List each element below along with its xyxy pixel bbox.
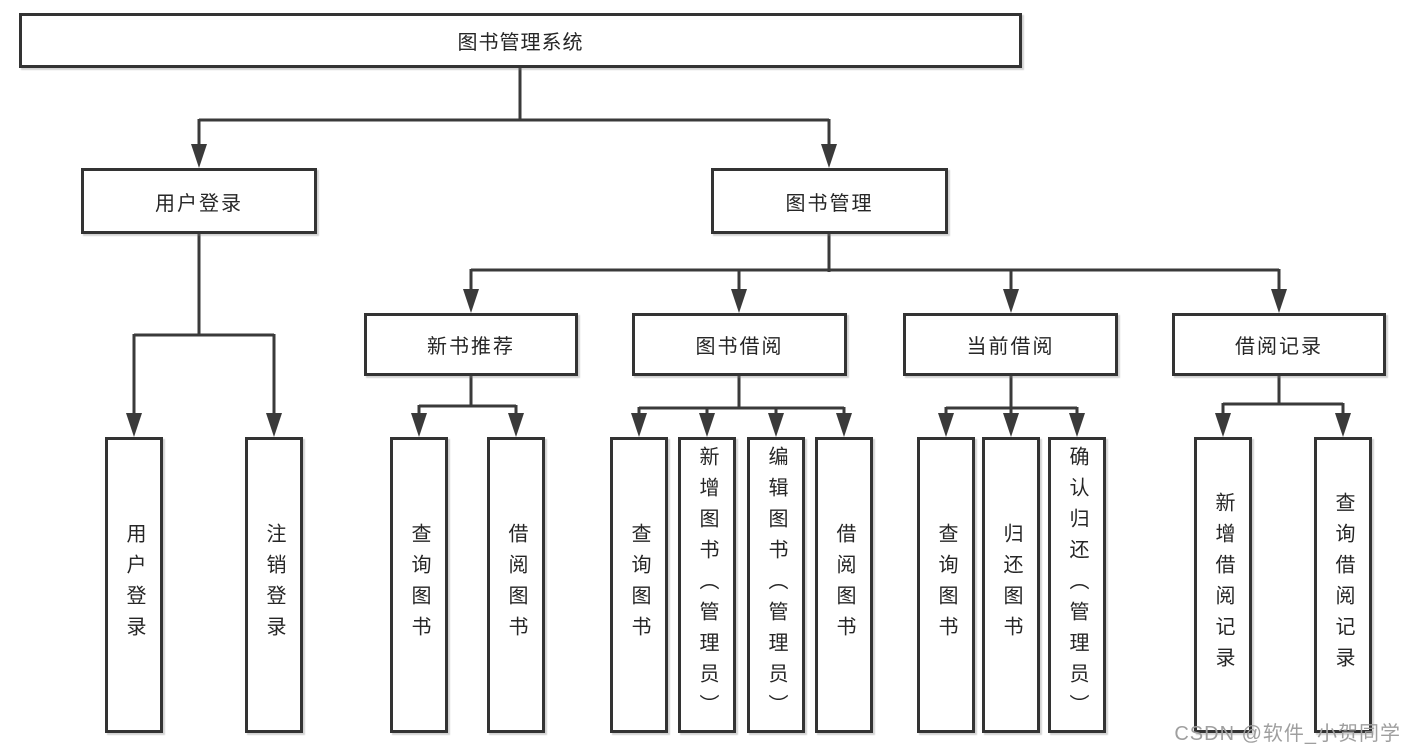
node-label: 借阅记录	[1235, 336, 1323, 358]
node-label: 当前借阅	[966, 336, 1055, 358]
node-label: 图书管理	[785, 192, 874, 215]
node-borrowing-records: 借阅记录	[1172, 313, 1386, 376]
leaf-label: 查询图书	[408, 523, 430, 647]
leaf-label: 编辑图书（管理员）	[765, 445, 787, 725]
node-library-management-system: 图书管理系统	[19, 13, 1022, 68]
node-book-management: 图书管理	[711, 168, 948, 234]
leaf-user-login: 用户登录	[105, 437, 163, 733]
leaf-add-books-admin: 新增图书（管理员）	[678, 437, 736, 733]
leaf-query-books-borrowing: 查询图书	[610, 437, 668, 733]
leaf-label: 用户登录	[123, 523, 145, 647]
leaf-add-borrow-record: 新增借阅记录	[1194, 437, 1252, 733]
node-book-borrowing: 图书借阅	[632, 313, 847, 376]
leaf-borrow-books-recommend: 借阅图书	[487, 437, 545, 733]
leaf-label: 注销登录	[263, 523, 285, 647]
leaf-label: 借阅图书	[505, 523, 527, 647]
leaf-label: 确认归还（管理员）	[1066, 445, 1088, 725]
leaf-borrow-books: 借阅图书	[815, 437, 873, 733]
leaf-label: 查询图书	[628, 523, 650, 647]
leaf-query-borrow-record: 查询借阅记录	[1314, 437, 1372, 733]
node-label: 图书管理系统	[457, 32, 584, 54]
node-label: 用户登录	[155, 192, 243, 215]
node-user-login: 用户登录	[81, 168, 317, 234]
leaf-query-books-current: 查询图书	[917, 437, 975, 733]
leaf-label: 查询借阅记录	[1332, 492, 1354, 678]
leaf-confirm-return-admin: 确认归还（管理员）	[1048, 437, 1106, 733]
leaf-return-books: 归还图书	[982, 437, 1040, 733]
leaf-edit-books-admin: 编辑图书（管理员）	[747, 437, 805, 733]
leaf-label: 新增借阅记录	[1212, 492, 1234, 678]
node-current-borrowing: 当前借阅	[903, 313, 1118, 376]
leaf-label: 借阅图书	[833, 523, 855, 647]
leaf-logout: 注销登录	[245, 437, 303, 733]
csdn-watermark: CSDN @软件_小贺同学	[1174, 723, 1401, 745]
leaf-label: 查询图书	[935, 523, 957, 647]
leaf-label: 新增图书（管理员）	[696, 445, 718, 725]
node-new-book-recommend: 新书推荐	[364, 313, 578, 376]
leaf-label: 归还图书	[1000, 523, 1022, 647]
leaf-query-books-recommend: 查询图书	[390, 437, 448, 733]
node-label: 图书借阅	[695, 336, 784, 358]
node-label: 新书推荐	[427, 336, 515, 358]
